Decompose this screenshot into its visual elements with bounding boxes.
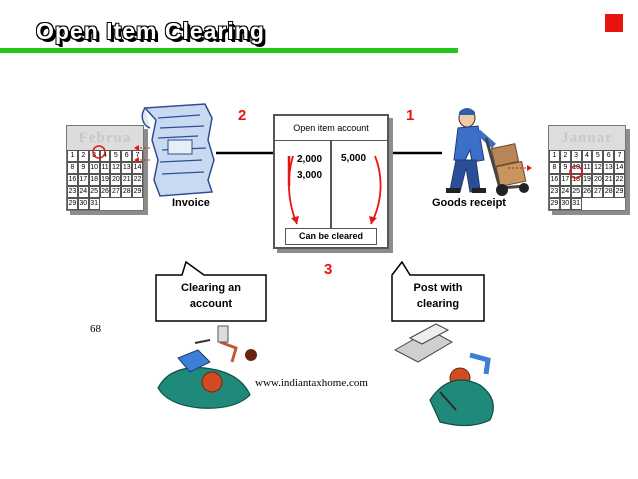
calendar-day: 4 [581,150,593,162]
callout-line: account [189,298,233,310]
delivery-person-icon [446,108,529,196]
callout-line: Post with [413,282,463,294]
calendar-day: 17 [559,174,571,186]
open-item-account-box: Open item account 2,000 3,000 5,000 Can … [273,114,389,249]
calendar-day: 30 [559,198,571,210]
goods-receipt-label: Goods receipt [432,197,506,209]
can-be-cleared-label: Can be cleared [285,228,377,245]
calendar-day: 23 [67,186,78,198]
calendar-day: 6 [603,150,615,162]
clearing-arrows [287,155,382,225]
calendar-day: 26 [581,186,593,198]
calendar-day: 12 [110,162,122,174]
clearing-account-callout: Clearing an account [156,280,266,312]
calendar-day: 19 [581,174,593,186]
calendar-day: 25 [570,186,582,198]
clerk-at-desk-icon [157,325,257,409]
clerk-with-printer-icon [393,323,494,427]
calendar-day: 5 [110,150,122,162]
calendar-day: 22 [614,174,625,186]
calendar-day: 12 [592,162,604,174]
callout-line: clearing [416,298,460,310]
calendar-day: 1 [549,150,560,162]
source-url: www.indiantaxhome.com [255,377,368,389]
title-underline [0,48,458,53]
step-2-number: 2 [238,107,247,124]
invoice-document-icon [141,103,215,197]
calendar-day: 6 [121,150,133,162]
step-3-number: 3 [324,261,333,278]
calendar-day: 24 [77,186,89,198]
calendar-day: 1 [67,150,78,162]
calendar-day: 20 [592,174,604,186]
calendar-day: 16 [67,174,78,186]
credit-entry-1: 5,000 [341,153,367,164]
calendar-day: 8 [549,162,560,174]
calendar-day: 17 [77,174,89,186]
calendar-day: 9 [559,162,571,174]
calendar-day: 29 [132,186,143,198]
calendar-month: Februa [67,126,143,150]
calendar-day: 18 [570,174,582,186]
red-square-decoration [605,14,623,32]
calendar-month: Januar [549,126,625,150]
calendar-day: 10 [88,162,100,174]
account-title: Open item account [275,116,387,141]
calendar-day: 13 [603,162,615,174]
calendar-day: 9 [77,162,89,174]
page-number: 68 [90,323,101,335]
calendar-day: 26 [99,186,111,198]
calendar-day: 24 [559,186,571,198]
calendar-day: 14 [132,162,143,174]
page-title: Open Item Clearing [36,18,265,44]
calendar-day: 29 [614,186,625,198]
calendar-day: 11 [99,162,111,174]
calendar-day: 21 [121,174,133,186]
calendar-day: 25 [88,186,100,198]
calendar-day: 31 [570,198,582,210]
calendar-day: 3 [570,150,582,162]
calendar-day: 31 [88,198,100,210]
debit-entry-2: 3,000 [297,170,323,181]
calendar-day: 18 [88,174,100,186]
calendar-day: 23 [549,186,560,198]
calendar-day: 28 [121,186,133,198]
step-1-number: 1 [406,107,415,124]
calendar-day: 27 [592,186,604,198]
post-with-clearing-callout: Post with clearing [392,280,484,312]
calendar-day: 28 [603,186,615,198]
calendar-day: 5 [592,150,604,162]
invoice-label: Invoice [172,197,210,209]
callout-shapes [155,260,485,322]
callout-line: Clearing an [181,282,241,294]
calendar-day: 20 [110,174,122,186]
calendar-day: 21 [603,174,615,186]
calendar-day: 29 [67,198,78,210]
calendar-day: 29 [549,198,560,210]
calendar-day: 13 [121,162,133,174]
debit-entry-1: 2,000 [297,154,323,165]
calendar-day: 16 [549,174,560,186]
calendar-day: 14 [614,162,625,174]
calendar-day: 30 [77,198,89,210]
calendar-day: 8 [67,162,78,174]
calendar-day: 11 [581,162,593,174]
calendar-day: 22 [132,174,143,186]
calendar-day: 7 [614,150,625,162]
calendar-day: 2 [559,150,571,162]
t-account-divider [330,141,332,229]
calendar-day: 27 [110,186,122,198]
calendar-day: 19 [99,174,111,186]
calendar-day: 2 [77,150,89,162]
